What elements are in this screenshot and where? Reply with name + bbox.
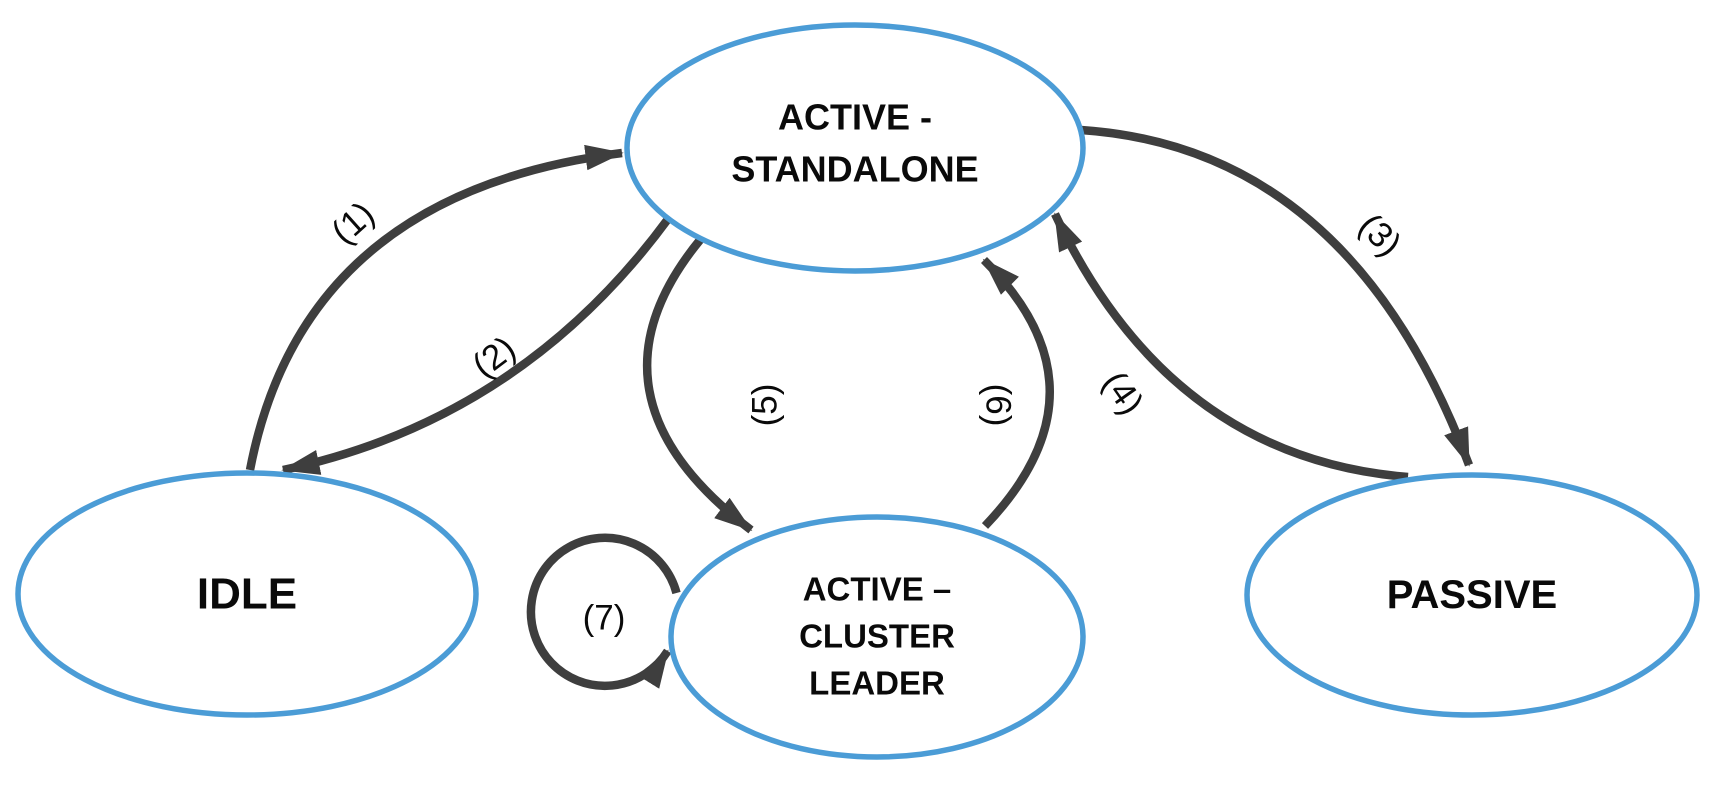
state-label-line: LEADER [809,665,945,702]
transition-arrow-2 [281,216,672,475]
transition-arrows [245,125,1473,690]
state-label-line: STANDALONE [731,149,978,190]
state-ellipse-active-standalone [624,22,1086,274]
state-label-line: ACTIVE – [803,571,952,608]
state-active-standalone: ACTIVE - STANDALONE [624,22,1086,274]
transition-label-1: (1) [324,194,382,252]
state-label-line: ACTIVE - [778,97,932,138]
state-active-cluster-leader: ACTIVE – CLUSTER LEADER [668,514,1086,760]
transition-arrow-3 [1080,125,1473,467]
transition-label-6: (6) [979,384,1018,427]
state-label-line: IDLE [197,570,297,619]
transition-label-2: (2) [465,329,523,386]
transition-arrow-7-self-loop [526,533,681,690]
state-passive: PASSIVE [1244,472,1700,718]
state-label-line: PASSIVE [1387,573,1557,617]
state-ellipse-idle [15,470,479,718]
transition-label-3: (3) [1351,206,1409,264]
transition-label-4: (4) [1095,364,1151,421]
state-label-line: CLUSTER [799,618,955,655]
transition-arrow-6 [981,256,1054,529]
transition-label-7: (7) [583,599,626,638]
transition-arrow-1 [245,144,624,471]
transition-arrow-5 [642,237,754,534]
state-idle: IDLE [15,470,479,718]
transition-label-5: (5) [746,384,785,427]
transition-arrow-4 [1051,212,1409,482]
state-ellipse-passive [1244,472,1700,718]
state-ellipse-active-cluster-leader [668,514,1086,760]
